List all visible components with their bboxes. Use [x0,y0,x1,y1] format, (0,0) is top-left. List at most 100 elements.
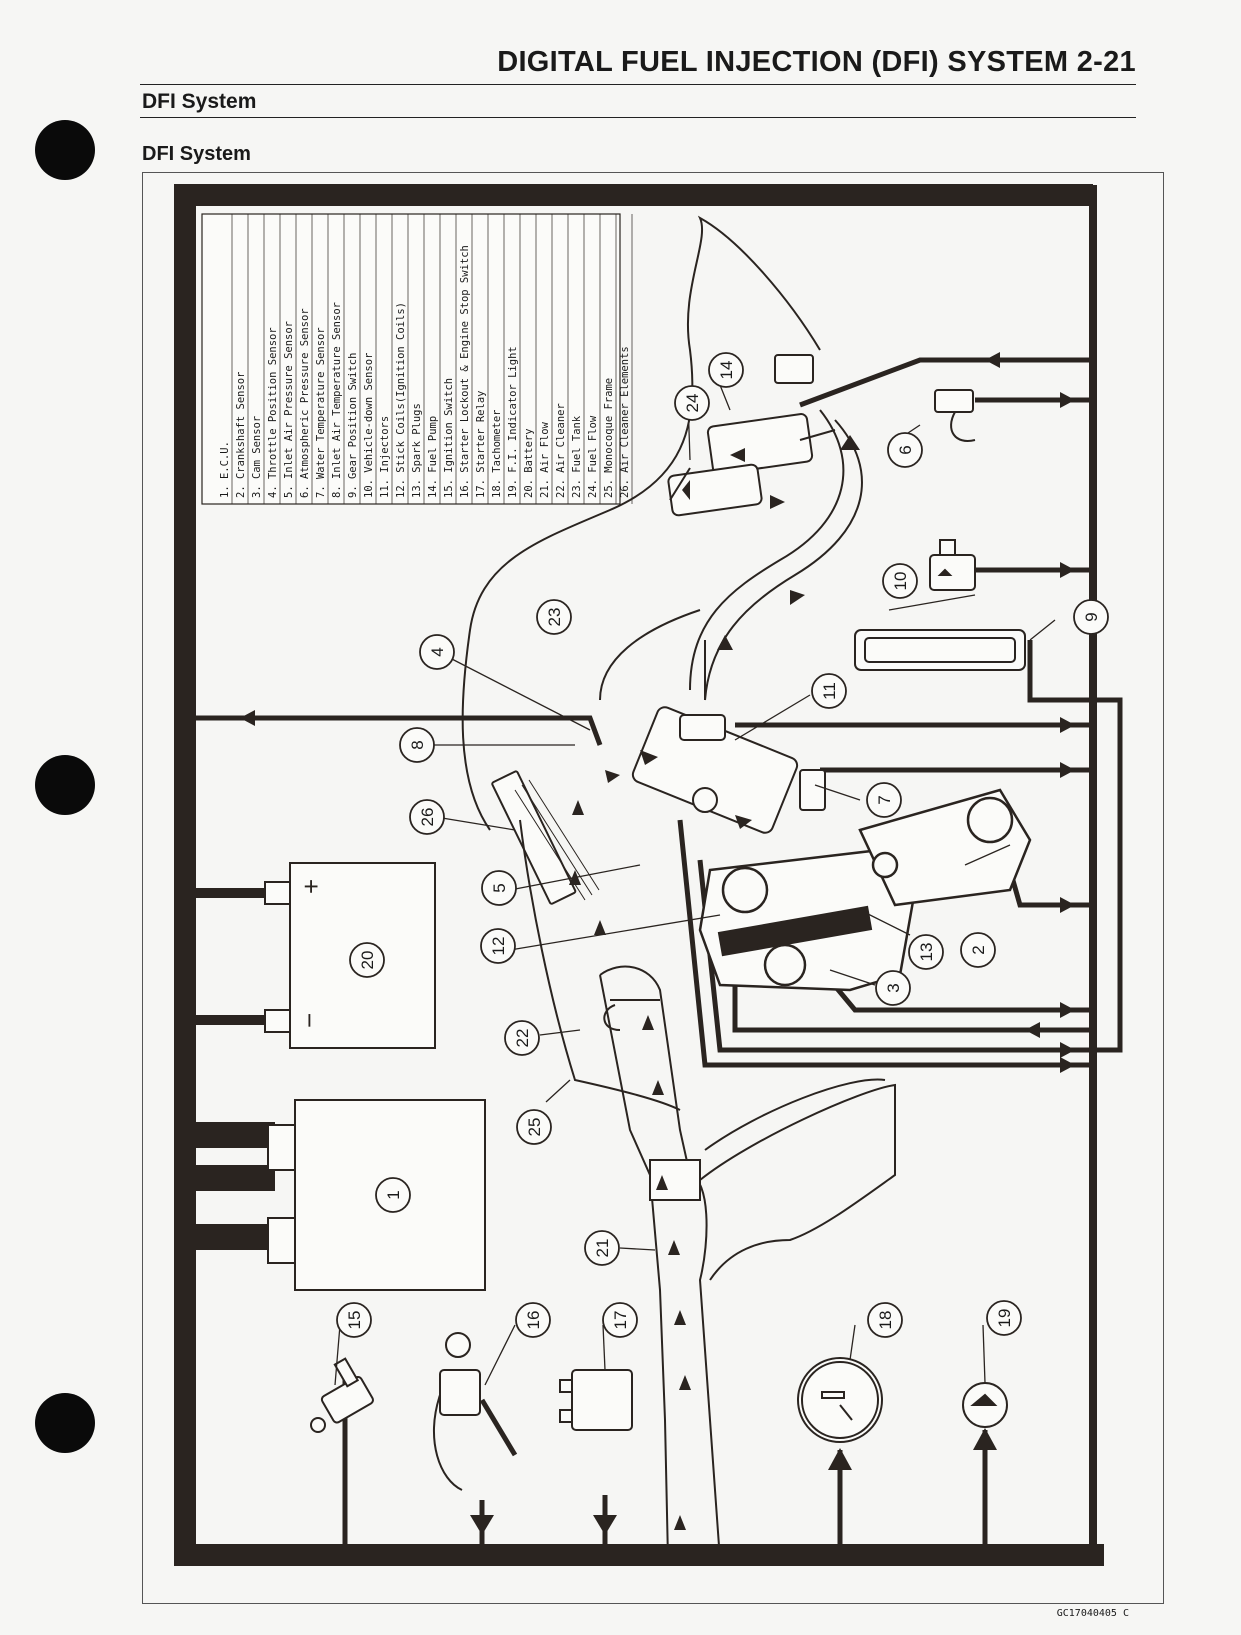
tachometer [797,1357,883,1443]
callout-number: 14 [717,361,736,380]
callout-number: 16 [524,1311,543,1330]
callout-20: 20 [349,942,385,978]
callout-circle [866,782,902,818]
wire-arrows [240,352,1075,1535]
binder-hole-top [35,120,95,180]
callout-number: 18 [876,1311,895,1330]
callout-10: 10 [882,563,918,599]
callout-19: 19 [986,1300,1022,1336]
callout-number: 26 [418,808,437,827]
engine [698,788,1032,992]
callout-number: 7 [875,795,894,804]
callout-number: 2 [969,945,988,954]
legend-item: 17. Starter Relay [475,391,487,498]
callout-number: 20 [358,951,377,970]
callout-circle [515,1302,551,1338]
legend-item: 7. Water Temperature Sensor [315,327,327,498]
legend-item: 3. Cam Sensor [251,416,263,498]
callout-circle [584,1230,620,1266]
legend-item: 1. E.C.U. [219,441,231,498]
callout-circle [349,942,385,978]
callout-6: 6 [887,432,923,468]
legend-item: 11. Injectors [379,416,391,498]
starter-lockout-switch [432,1332,518,1491]
callout-circle [516,1109,552,1145]
callout-12: 12 [480,928,516,964]
callout-number: 19 [995,1309,1014,1328]
callout-circle [419,634,455,670]
legend-item: 16. Starter Lockout & Engine Stop Switch [459,245,471,498]
binder-hole-middle [35,755,95,815]
callout-circle [875,970,911,1006]
callout-circle [674,385,710,421]
callout-circle [336,1302,372,1338]
callout-8: 8 [399,727,435,763]
callout-circle [908,934,944,970]
callout-number: 21 [593,1239,612,1258]
callout-circle [536,599,572,635]
callout-17: 17 [602,1302,638,1338]
callout-number: 9 [1082,612,1101,621]
battery-plus-terminal: + [296,879,326,894]
callout-24: 24 [674,385,710,421]
figure-frame [142,172,1164,1604]
callout-circle [399,727,435,763]
throttle-body [631,706,826,834]
callout-23: 23 [536,599,572,635]
callout-15: 15 [336,1302,372,1338]
callout-circle [375,1177,411,1213]
component-legend: 1. E.C.U. 2. Crankshaft Sensor 3. Cam Sens… [201,213,633,505]
binder-hole-bottom [35,1393,95,1453]
gear-position-switch [854,629,1026,671]
figure-title: DFI System [142,143,251,165]
callout-number: 3 [884,983,903,992]
callout-number: 22 [513,1029,532,1048]
wire-inlet-air-temp [185,715,603,746]
wire-crankshaft [1007,869,1093,908]
fuel-flow-arrows [682,435,860,650]
legend-item: 12. Stick Coils(Ignition Coils) [395,302,407,498]
callout-circle [481,870,517,906]
vehicle-down-sensor [929,539,976,591]
section-rule [140,117,1136,118]
callout-circle [602,1302,638,1338]
legend-item: 19. F.I. Indicator Light [507,346,519,498]
callout-5: 5 [481,870,517,906]
callout-3: 3 [875,970,911,1006]
callout-circle [986,1300,1022,1336]
callout-26: 26 [409,799,445,835]
callout-number: 6 [896,445,915,454]
callout-11: 11 [811,673,847,709]
callout-circle [887,432,923,468]
callout-18: 18 [867,1302,903,1338]
callout-number: 12 [489,937,508,956]
callout-number: 24 [683,394,702,413]
callout-25: 25 [516,1109,552,1145]
legend-item: 2. Crankshaft Sensor [235,372,247,498]
callout-circle [867,1302,903,1338]
page-header: DIGITAL FUEL INJECTION (DFI) SYSTEM 2-21 [497,46,1136,78]
callout-circle [409,799,445,835]
monocoque-frame [519,819,896,1281]
legend-item: 5. Inlet Air Pressure Sensor [283,321,295,498]
callout-number: 10 [891,572,910,591]
callout-2: 2 [960,932,996,968]
air-cleaner-element [491,770,600,905]
legend-item: 22. Air Cleaner [555,403,567,498]
wire-coil-a [732,970,1093,1033]
wire-gear-position [1027,640,1123,1053]
callout-circle [960,932,996,968]
fuel-pump [667,354,836,517]
callout-number: 25 [525,1118,544,1137]
legend-item: 9. Gear Position Switch [347,353,359,498]
legend-item: 14. Fuel Pump [427,416,439,498]
legend-item: 8. Inlet Air Temperature Sensor [331,302,343,498]
ignition-switch [310,1357,374,1433]
legend-item: 18. Tachometer [491,409,503,498]
callout-21: 21 [584,1230,620,1266]
legend-item: 6. Atmospheric Pressure Sensor [299,308,311,498]
callout-13: 13 [908,934,944,970]
figure-code: GC17040405 C [1056,1608,1129,1619]
atmospheric-pressure-sensor [934,389,976,442]
